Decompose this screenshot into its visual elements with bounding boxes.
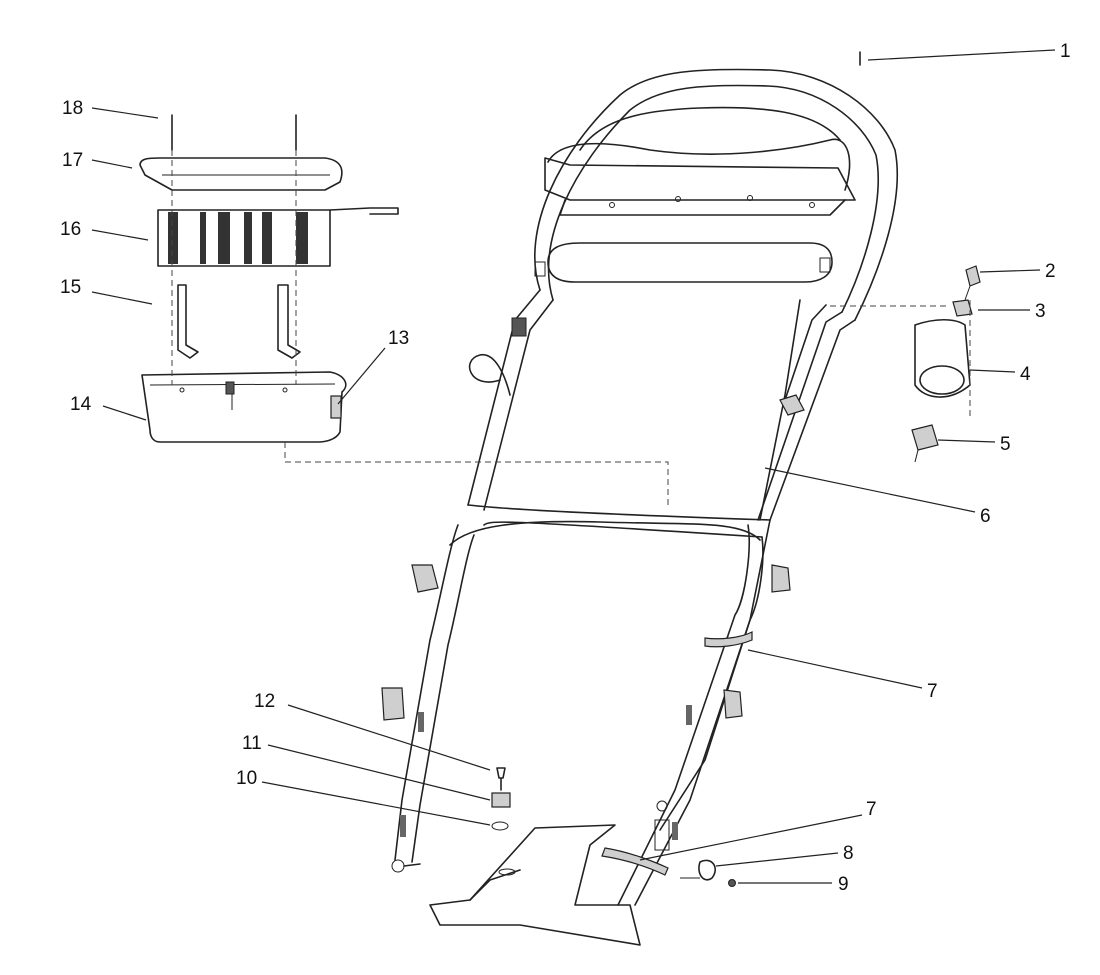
cable-connector-parts xyxy=(830,265,981,463)
callout-1: 1 xyxy=(1060,41,1071,62)
callout-labels: 1 2 3 4 5 6 7 7 8 9 10 11 12 13 14 15 16… xyxy=(60,41,1071,895)
callout-6: 6 xyxy=(980,506,991,527)
callout-11: 11 xyxy=(242,733,262,754)
callout-7-lower: 7 xyxy=(866,799,877,820)
callout-18: 18 xyxy=(62,98,83,119)
callout-10: 10 xyxy=(236,768,257,789)
callout-5: 5 xyxy=(1000,434,1011,455)
callout-2: 2 xyxy=(1045,261,1056,282)
callout-7-upper: 7 xyxy=(927,681,938,702)
callout-16: 16 xyxy=(60,219,81,240)
callout-15: 15 xyxy=(60,277,81,298)
callout-13: 13 xyxy=(388,328,409,349)
leader-lines xyxy=(91,49,1056,884)
upper-handle xyxy=(467,68,899,538)
callout-17: 17 xyxy=(62,150,83,171)
callout-9: 9 xyxy=(838,874,849,895)
callout-4: 4 xyxy=(1020,364,1031,385)
callout-3: 3 xyxy=(1035,301,1046,322)
callout-12: 12 xyxy=(254,691,275,712)
lower-handle xyxy=(381,519,791,946)
callout-14: 14 xyxy=(70,394,92,415)
callout-8: 8 xyxy=(843,843,854,864)
storage-tray-assembly xyxy=(139,114,669,505)
